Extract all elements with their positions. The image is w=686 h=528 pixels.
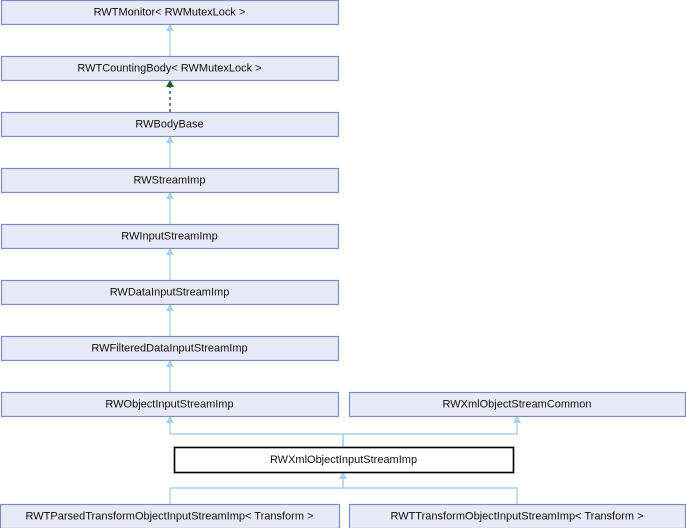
node-box[interactable] (0, 391, 340, 418)
edge-usage (166, 80, 174, 112)
node-box[interactable] (0, 111, 340, 138)
node-rwxmlobjectstreamcommon[interactable]: RWXmlObjectStreamCommon (348, 391, 686, 418)
node-rwobjectinputstreamimp[interactable]: RWObjectInputStreamImp (0, 391, 340, 418)
edge-inheritance (166, 360, 174, 392)
edge-inheritance (166, 416, 344, 447)
node-rwinputstreamimp[interactable]: RWInputStreamImp (0, 223, 340, 250)
edge-arrowhead (166, 360, 174, 367)
edge-arrowhead (166, 416, 174, 423)
node-box[interactable] (0, 335, 340, 362)
edge-arrowhead (166, 24, 174, 31)
node-rwxmlobjectinputstreamimp[interactable]: RWXmlObjectInputStreamImp (173, 446, 515, 474)
node-rwstreamimp[interactable]: RWStreamImp (0, 167, 340, 194)
edge-inheritance (166, 192, 174, 224)
node-box[interactable] (348, 391, 686, 418)
node-rwdatainputstreamimp[interactable]: RWDataInputStreamImp (0, 279, 340, 306)
edge-inheritance (169, 472, 347, 504)
edges-layer (166, 24, 521, 504)
edge-inheritance (342, 416, 521, 447)
node-rwtcountingbody-rwmutexlock[interactable]: RWTCountingBody< RWMutexLock > (0, 55, 340, 82)
node-rwtparsedtransformobjectinputstreamimp-transform[interactable]: RWTParsedTransformObjectInputStreamImp< … (0, 503, 341, 528)
node-box[interactable] (0, 0, 340, 26)
edge-inheritance (166, 248, 174, 280)
node-box[interactable] (0, 279, 340, 306)
node-rwbodybase[interactable]: RWBodyBase (0, 111, 340, 138)
node-rwttransformobjectinputstreamimp-transform[interactable]: RWTTransformObjectInputStreamImp< Transf… (348, 503, 686, 528)
edge-arrowhead (513, 416, 521, 423)
node-box[interactable] (0, 55, 340, 82)
edge-arrowhead (339, 472, 347, 479)
node-rwtmonitor-rwmutexlock[interactable]: RWTMonitor< RWMutexLock > (0, 0, 340, 26)
node-box[interactable] (0, 223, 340, 250)
edge-arrowhead (166, 304, 174, 311)
edge-inheritance (166, 304, 174, 336)
node-rwfiltereddatainputstreamimp[interactable]: RWFilteredDataInputStreamImp (0, 335, 340, 362)
node-box-highlighted[interactable] (173, 446, 515, 474)
node-box[interactable] (0, 503, 341, 528)
edge-arrowhead (166, 136, 174, 143)
edge-arrowhead (166, 192, 174, 199)
edge-inheritance (339, 472, 518, 504)
edge-arrowhead (166, 80, 174, 87)
edge-arrowhead (166, 248, 174, 255)
node-box[interactable] (348, 503, 686, 528)
edge-inheritance (166, 136, 174, 168)
node-box[interactable] (0, 167, 340, 194)
edge-inheritance (166, 24, 174, 56)
